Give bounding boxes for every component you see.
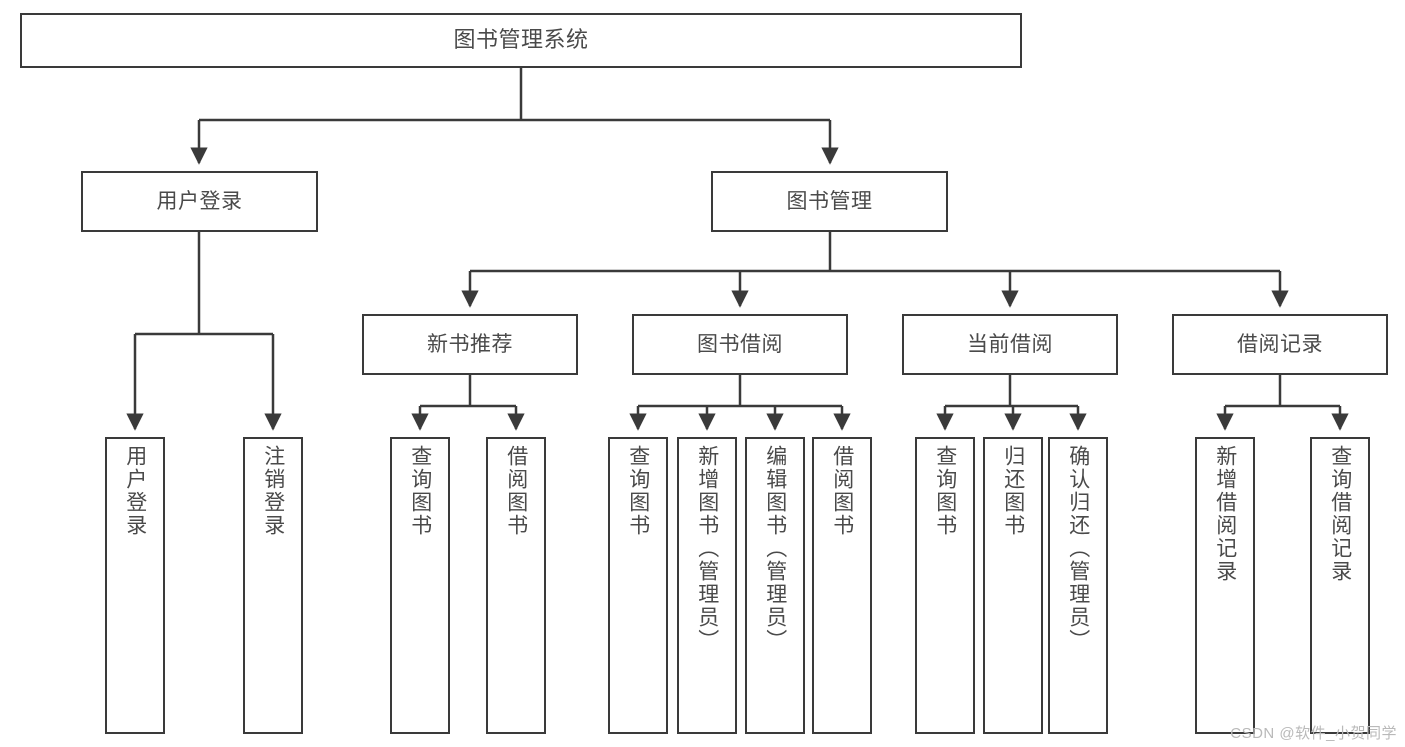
leaf-recommend-query-book[interactable]: 查询图书 [390, 437, 450, 734]
leaf-record-query-record[interactable]: 查询借阅记录 [1310, 437, 1370, 734]
leaf-borrow-borrow-book[interactable]: 借阅图书 [812, 437, 872, 734]
node-label: 图书管理 [786, 189, 873, 213]
node-label: 借阅记录 [1237, 332, 1323, 356]
node-label: 借阅图书 [830, 445, 854, 537]
node-label: 用户登录 [156, 189, 243, 213]
node-label: 借阅图书 [504, 445, 528, 537]
node-new-book-recommend[interactable]: 新书推荐 [362, 314, 578, 375]
node-label: 归还图书 [1001, 445, 1025, 537]
node-label: 用户登录 [123, 445, 147, 537]
leaf-recommend-borrow-book[interactable]: 借阅图书 [486, 437, 546, 734]
node-label: 编辑图书（管理员） [763, 445, 787, 652]
node-label: 图书借阅 [697, 332, 783, 356]
node-label: 新增借阅记录 [1213, 445, 1237, 583]
leaf-current-return-book[interactable]: 归还图书 [983, 437, 1043, 734]
node-label: 当前借阅 [967, 332, 1053, 356]
node-label: 查询图书 [933, 445, 957, 537]
node-book-management[interactable]: 图书管理 [711, 171, 948, 232]
leaf-user-login[interactable]: 用户登录 [105, 437, 165, 734]
node-label: 图书管理系统 [453, 27, 589, 53]
node-label: 确认归还（管理员） [1066, 445, 1090, 652]
node-label: 新增图书（管理员） [695, 445, 719, 652]
node-user-login[interactable]: 用户登录 [81, 171, 318, 232]
leaf-borrow-add-book-admin[interactable]: 新增图书（管理员） [677, 437, 737, 734]
leaf-current-confirm-return-admin[interactable]: 确认归还（管理员） [1048, 437, 1108, 734]
node-label: 新书推荐 [427, 332, 513, 356]
node-label: 查询借阅记录 [1328, 445, 1352, 583]
watermark: CSDN @软件_小贺同学 [1230, 725, 1397, 742]
leaf-borrow-query-book[interactable]: 查询图书 [608, 437, 668, 734]
node-root-system[interactable]: 图书管理系统 [20, 13, 1022, 68]
leaf-current-query-book[interactable]: 查询图书 [915, 437, 975, 734]
node-label: 注销登录 [261, 445, 285, 537]
node-current-borrow[interactable]: 当前借阅 [902, 314, 1118, 375]
leaf-borrow-edit-book-admin[interactable]: 编辑图书（管理员） [745, 437, 805, 734]
node-label: 查询图书 [626, 445, 650, 537]
node-book-borrow[interactable]: 图书借阅 [632, 314, 848, 375]
leaf-record-add-record[interactable]: 新增借阅记录 [1195, 437, 1255, 734]
node-borrow-record[interactable]: 借阅记录 [1172, 314, 1388, 375]
leaf-logout[interactable]: 注销登录 [243, 437, 303, 734]
node-label: 查询图书 [408, 445, 432, 537]
